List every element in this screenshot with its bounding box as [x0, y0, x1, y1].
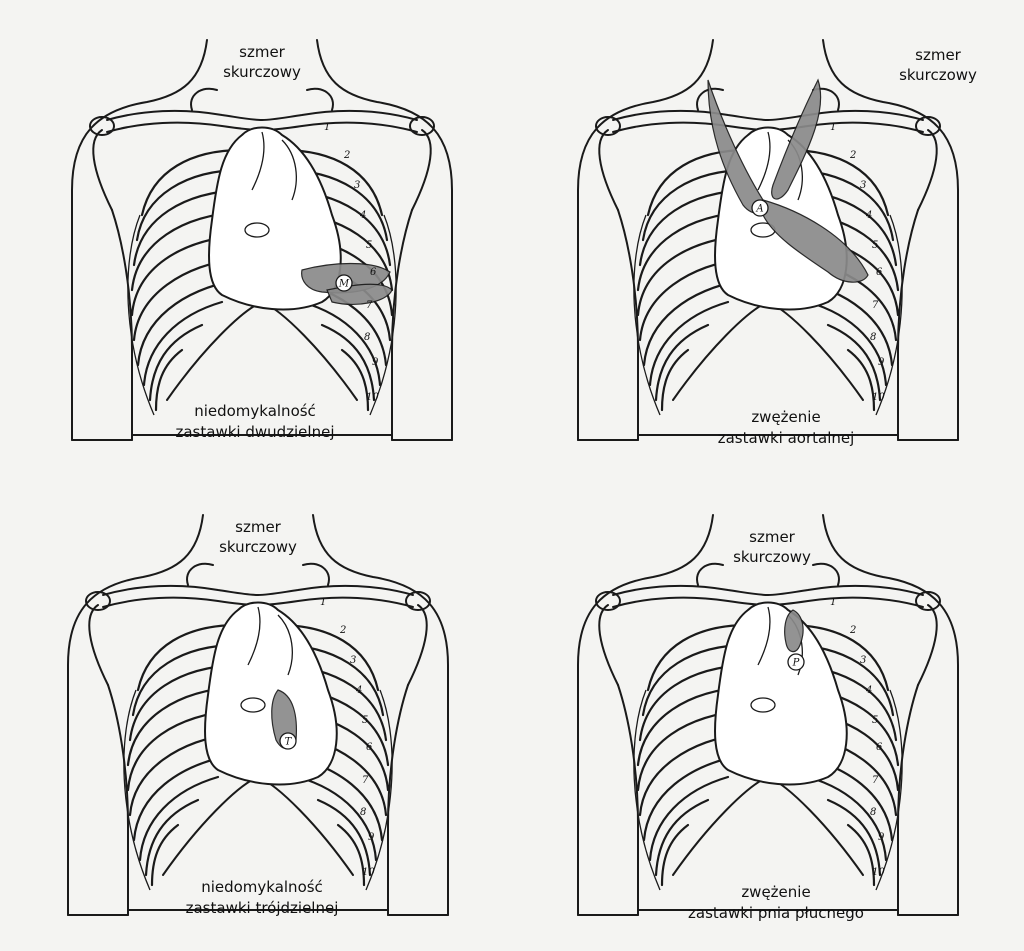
murmur-label-line2: skurczowy [223, 63, 301, 81]
rib-number: 10 [362, 867, 375, 878]
rib-number: 3 [354, 180, 360, 191]
rib-number: 7 [362, 775, 369, 786]
rib-number: 7 [872, 775, 879, 786]
torso-illustration: A 1 2 3 4 5 6 7 8 9 10 [576, 38, 960, 442]
rib-number: 8 [360, 807, 366, 818]
rib-number: 3 [860, 655, 866, 666]
valve-marker [787, 653, 805, 671]
rib-number: 8 [364, 332, 370, 343]
rib-number: 7 [872, 300, 879, 311]
rib-number: 5 [362, 715, 368, 726]
rib-number: 2 [343, 150, 350, 161]
rib-number: 9 [878, 357, 885, 368]
rib-number: 6 [366, 742, 373, 753]
torso-illustration: T 1 2 3 4 5 6 7 8 9 10 [66, 513, 450, 917]
rib-number: 4 [865, 685, 872, 696]
murmur-label-line1: szmer [749, 528, 796, 546]
murmur-radiation-area [762, 199, 869, 283]
panel-4: P 1 2 3 4 5 6 7 8 9 10 szmer skurczowy zwężenie zastaw… [576, 513, 960, 922]
murmur-label-line1: szmer [915, 46, 962, 64]
rib-number: 1 [830, 122, 836, 133]
murmur-radiation-area [784, 609, 804, 653]
murmur-label-line2: skurczowy [899, 66, 977, 84]
rib-number: 2 [339, 625, 346, 636]
panel-1: M 1 2 3 4 5 6 7 8 9 10 szmer skurczowy niedomykalność… [70, 38, 454, 442]
caption-line2: zastawki aortalnej [718, 429, 855, 447]
murmur-label-line2: skurczowy [219, 538, 297, 556]
murmur-label-line2: skurczowy [733, 548, 811, 566]
rib-number: 10 [872, 392, 885, 403]
rib-number: 9 [372, 357, 379, 368]
rib-number: 6 [876, 267, 883, 278]
murmur-label-line1: szmer [239, 43, 286, 61]
rib-number: 1 [320, 597, 326, 608]
caption-line1: zwężenie [741, 883, 810, 901]
rib-number: 4 [355, 685, 362, 696]
torso-illustration: P 1 2 3 4 5 6 7 8 9 10 [576, 513, 960, 917]
panel-3: T 1 2 3 4 5 6 7 8 9 10 szmer skurczowy niedomykalność… [66, 513, 450, 917]
rib-number: 10 [366, 392, 379, 403]
caption-line1: niedomykalność [194, 402, 316, 420]
rib-number: 5 [366, 240, 372, 251]
rib-number: 10 [872, 867, 885, 878]
murmur-label-line1: szmer [235, 518, 282, 536]
valve-marker [751, 199, 769, 217]
rib-number: 6 [370, 267, 377, 278]
caption-line1: zwężenie [751, 408, 820, 426]
valve-letter: P [792, 658, 800, 669]
rib-number: 2 [849, 150, 856, 161]
rib-number: 9 [368, 832, 375, 843]
torso-illustration: M 1 2 3 4 5 6 7 8 9 10 [70, 38, 454, 442]
rib-number: 1 [324, 122, 330, 133]
caption-line2: zastawki trójdzielnej [186, 899, 339, 917]
rib-number: 1 [830, 597, 836, 608]
valve-letter: A [755, 204, 763, 215]
rib-number: 5 [872, 240, 878, 251]
rib-number: 5 [872, 715, 878, 726]
rib-number: 3 [350, 655, 356, 666]
rib-number: 2 [849, 625, 856, 636]
murmur-radiation-area [771, 78, 822, 200]
rib-number: 4 [865, 210, 872, 221]
panel-2: A 1 2 3 4 5 6 7 8 9 10 szmer skurczowy zwężenie zastaw… [576, 38, 977, 447]
valve-letter: M [338, 279, 350, 290]
caption-line2: zastawki pnia płucnego [688, 904, 864, 922]
valve-marker [279, 732, 297, 750]
valve-marker [335, 274, 353, 292]
caption-line2: zastawki dwudzielnej [175, 423, 334, 441]
rib-number: 4 [359, 210, 366, 221]
rib-number: 7 [366, 300, 373, 311]
rib-number: 6 [876, 742, 883, 753]
rib-number: 8 [870, 807, 876, 818]
rib-number: 3 [860, 180, 866, 191]
rib-number: 9 [878, 832, 885, 843]
caption-line1: niedomykalność [201, 878, 323, 896]
rib-number: 8 [870, 332, 876, 343]
valve-letter: T [285, 737, 293, 748]
